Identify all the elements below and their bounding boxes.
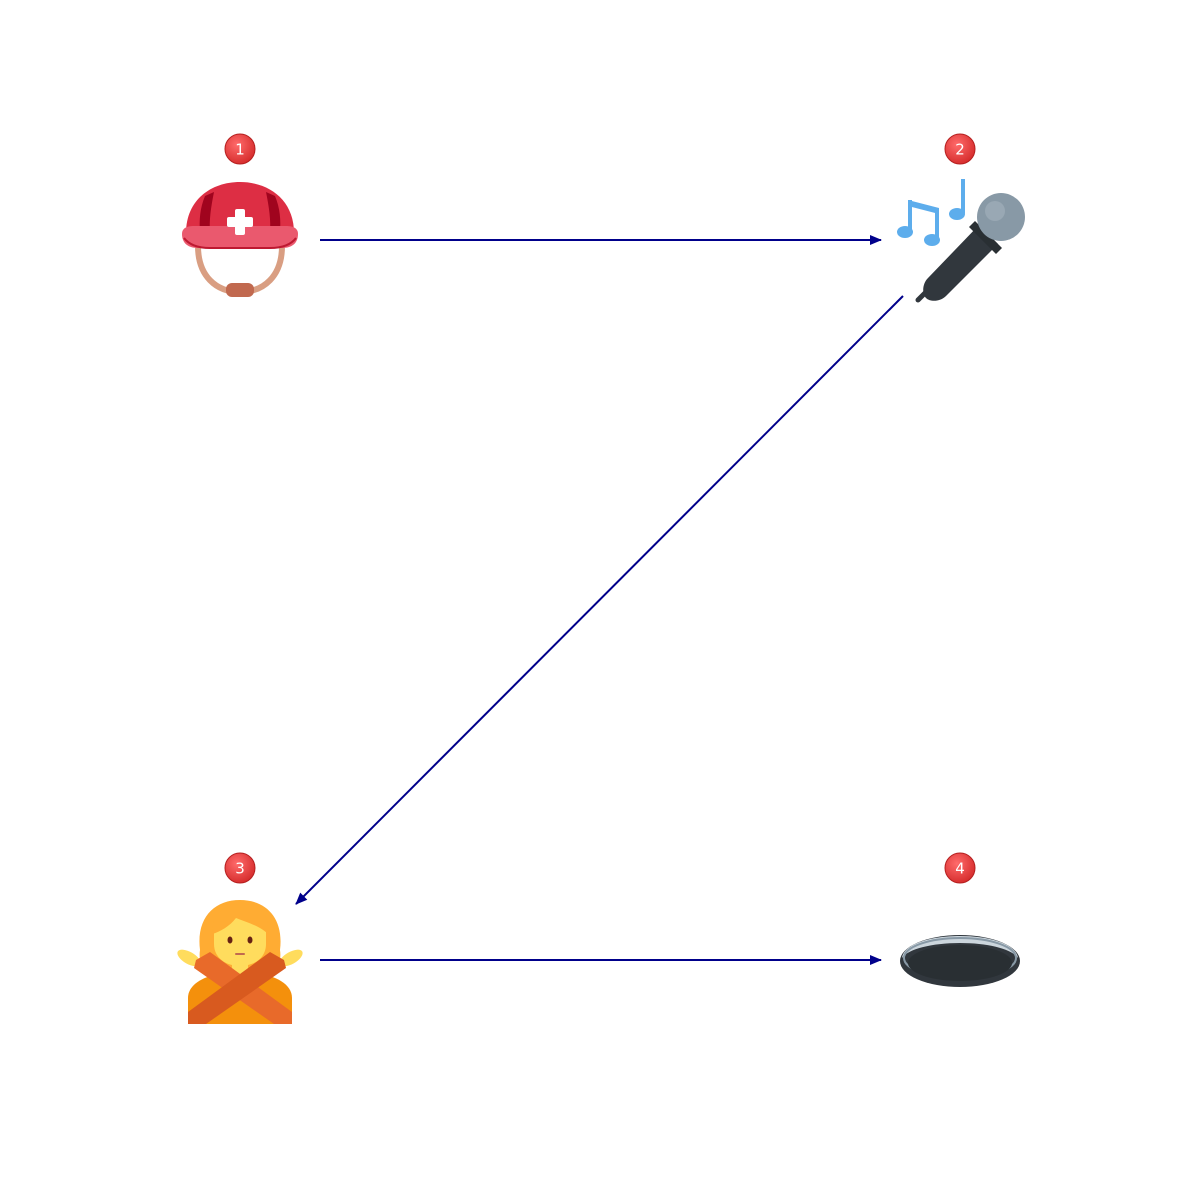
edges [295, 235, 904, 965]
badge-label-4: 4 [955, 860, 965, 878]
node-1: 1 [182, 133, 298, 297]
person-gesturing-no-icon [177, 900, 303, 1024]
badge-2: 2 [944, 133, 976, 165]
badge-label-1: 1 [235, 141, 245, 159]
arrow-2-to-3 [295, 295, 904, 905]
rescue-worker-helmet-icon [182, 182, 298, 297]
badge-label-2: 2 [955, 141, 965, 159]
microphone-with-music-notes-icon [897, 179, 1025, 303]
hole-icon [900, 935, 1020, 987]
node-3: 3 [177, 852, 303, 1024]
badge-4: 4 [944, 852, 976, 884]
node-2: 2 [897, 133, 1025, 303]
badge-1: 1 [224, 133, 256, 165]
badge-3: 3 [224, 852, 256, 884]
badge-label-3: 3 [235, 860, 245, 878]
node-4: 4 [900, 852, 1020, 987]
